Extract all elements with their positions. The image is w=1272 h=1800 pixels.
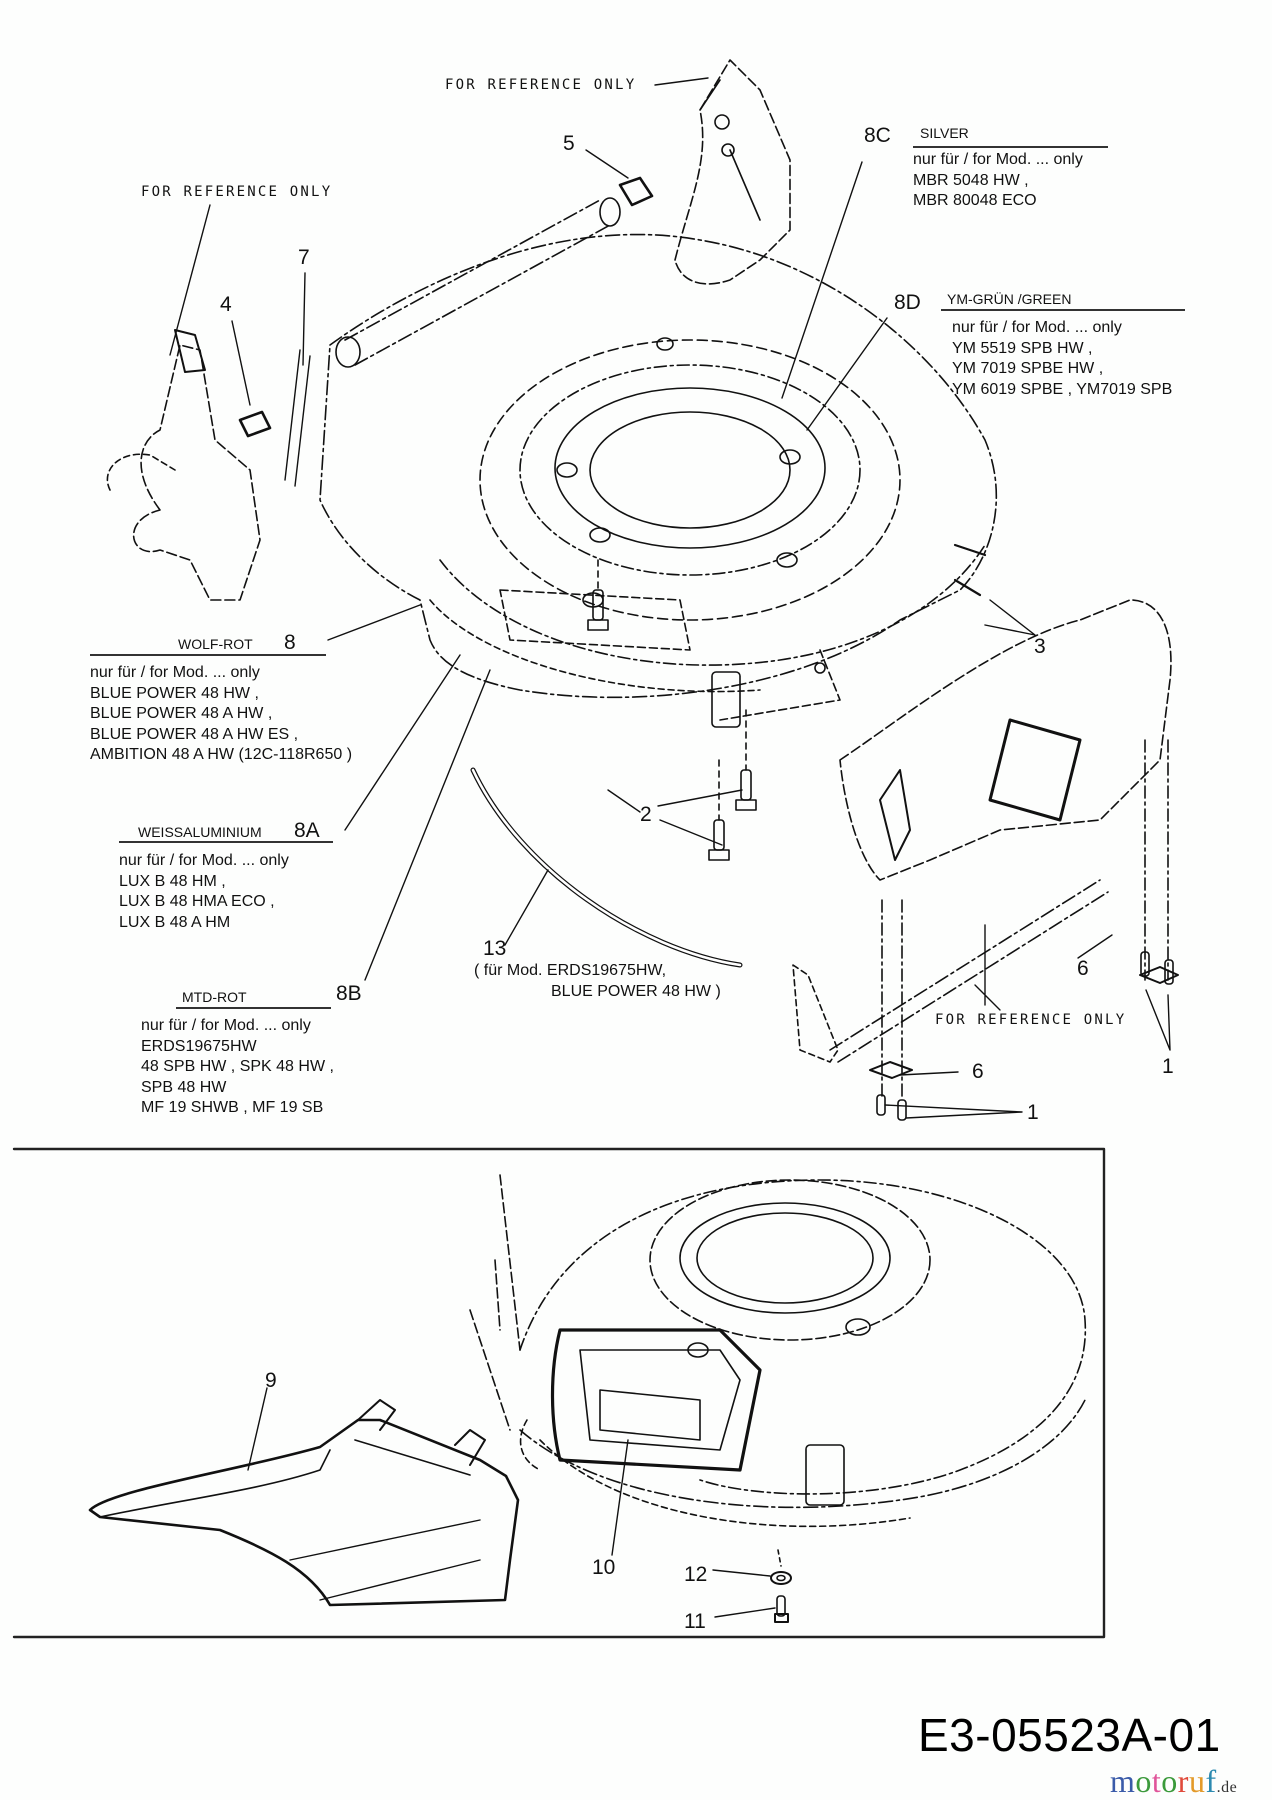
callout-10[interactable]: 10: [592, 1556, 616, 1579]
callout-8b[interactable]: 8B: [336, 982, 362, 1005]
variant-8a-underline: [119, 841, 333, 843]
callout-2[interactable]: 2: [640, 803, 652, 826]
logo-wordmark: motoruf: [1110, 1763, 1217, 1799]
variant-8a-line: LUX B 48 HM ,: [119, 872, 226, 890]
logo-letter: r: [1177, 1763, 1189, 1799]
part-13-note: ( für Mod. ERDS19675HW, BLUE POWER 48 HW…: [474, 961, 721, 1002]
variant-8a-line: nur für / for Mod. ... only: [119, 852, 289, 869]
variant-8b-line: MF 19 SHWB , MF 19 SB: [141, 1099, 324, 1116]
callout-4[interactable]: 4: [220, 293, 232, 316]
mower-deck-lower-view: [469, 1174, 1087, 1528]
variant-8b-underline: [176, 1007, 331, 1009]
callout-6-right[interactable]: 6: [1077, 957, 1089, 980]
panel-frame: [12, 1147, 1106, 1639]
leader-lines-bottom: [247, 1387, 776, 1618]
logo-letter: f: [1205, 1763, 1217, 1799]
variant-8c-models: nur für / for Mod. ... only MBR 5048 HW …: [913, 150, 1083, 212]
variant-8d-line: YM 5519 SPB HW ,: [952, 339, 1093, 357]
variant-8c-color: SILVER: [920, 125, 969, 141]
callout-1-lower[interactable]: 1: [1027, 1101, 1039, 1124]
logo-letter: o: [1135, 1763, 1152, 1799]
logo-letter: o: [1161, 1763, 1178, 1799]
variant-8-line: BLUE POWER 48 A HW ES ,: [90, 725, 299, 743]
part-13-note-line: ( für Mod. ERDS19675HW,: [474, 962, 667, 979]
variant-8a-models: nur für / for Mod. ... only LUX B 48 HM …: [119, 851, 289, 933]
variant-8d-models: nur für / for Mod. ... only YM 5519 SPB …: [952, 318, 1172, 400]
variant-8b-models: nur für / for Mod. ... only ERDS19675HW …: [141, 1016, 334, 1119]
callout-5[interactable]: 5: [563, 132, 575, 155]
variant-8-models: nur für / for Mod. ... only BLUE POWER 4…: [90, 663, 352, 766]
logo-letter: t: [1151, 1763, 1162, 1799]
variant-8-line: BLUE POWER 48 A HW ,: [90, 705, 273, 722]
variant-8b-line: SPB 48 HW: [141, 1078, 227, 1096]
variant-8a-line: LUX B 48 HMA ECO ,: [119, 893, 275, 910]
variant-8-line: AMBITION 48 A HW (12C-118R650 ): [90, 746, 353, 763]
callout-13[interactable]: 13: [483, 937, 507, 960]
callout-8a[interactable]: 8A: [294, 819, 320, 842]
variant-8-line: BLUE POWER 48 HW ,: [90, 684, 259, 702]
variant-8c-line: nur für / for Mod. ... only: [913, 151, 1083, 168]
grass-deflector-9: [88, 1399, 520, 1607]
axle-assembly: [106, 59, 791, 601]
callout-9[interactable]: 9: [265, 1369, 277, 1392]
hardware-11-12: [770, 1549, 792, 1623]
callout-7[interactable]: 7: [298, 246, 310, 269]
leader-lines-top: [169, 77, 1171, 1119]
variant-8d-color: YM-GRÜN /GREEN: [947, 291, 1072, 307]
variant-8c-line: MBR 80048 ECO: [913, 192, 1037, 209]
variant-8-color: WOLF-ROT: [178, 636, 253, 652]
drawing-code: E3-05523A-01: [918, 1709, 1221, 1761]
callout-6-lower[interactable]: 6: [972, 1060, 984, 1083]
mower-deck-housing: [319, 233, 998, 728]
callout-11[interactable]: 11: [684, 1610, 706, 1633]
callout-1-right[interactable]: 1: [1162, 1055, 1174, 1078]
variant-8a-line: LUX B 48 A HM: [119, 913, 231, 931]
logo-letter: u: [1188, 1763, 1206, 1799]
reference-label-lower: FOR REFERENCE ONLY: [935, 1012, 1127, 1028]
logo-letter: m: [1110, 1763, 1136, 1799]
callout-8[interactable]: 8: [284, 631, 296, 654]
part-13-note-line: BLUE POWER 48 HW ): [551, 982, 721, 1000]
callout-8d[interactable]: 8D: [894, 291, 921, 314]
variant-8d-line: nur für / for Mod. ... only: [952, 319, 1122, 336]
callout-3[interactable]: 3: [1034, 635, 1046, 658]
callout-12[interactable]: 12: [684, 1563, 708, 1586]
rear-flap-assembly: [792, 599, 1179, 1121]
trim-strip-13: [470, 767, 743, 968]
reference-label-left: FOR REFERENCE ONLY: [141, 184, 333, 200]
variant-8d-line: YM 7019 SPBE HW ,: [952, 360, 1104, 377]
logo-suffix: .de: [1216, 1779, 1238, 1796]
motoruf-logo: motoruf.de: [1110, 1765, 1237, 1797]
variant-8-underline: [90, 654, 326, 656]
bolt-set-2: [587, 559, 757, 861]
variant-8a-color: WEISSALUMINIUM: [138, 824, 262, 840]
variant-8b-line: 48 SPB HW , SPK 48 HW ,: [141, 1058, 334, 1075]
variant-8c-line: MBR 5048 HW ,: [913, 171, 1029, 189]
callout-8c[interactable]: 8C: [864, 124, 891, 147]
variant-8b-line: nur für / for Mod. ... only: [141, 1017, 311, 1034]
variant-8d-underline: [941, 309, 1185, 311]
variant-8b-color: MTD-ROT: [182, 989, 247, 1005]
variant-8d-line: YM 6019 SPBE , YM7019 SPB: [952, 380, 1173, 398]
reference-label-upper: FOR REFERENCE ONLY: [445, 77, 637, 93]
variant-8-line: nur für / for Mod. ... only: [90, 664, 260, 681]
variant-8b-line: ERDS19675HW: [141, 1037, 257, 1055]
variant-8c-underline: [913, 146, 1108, 148]
